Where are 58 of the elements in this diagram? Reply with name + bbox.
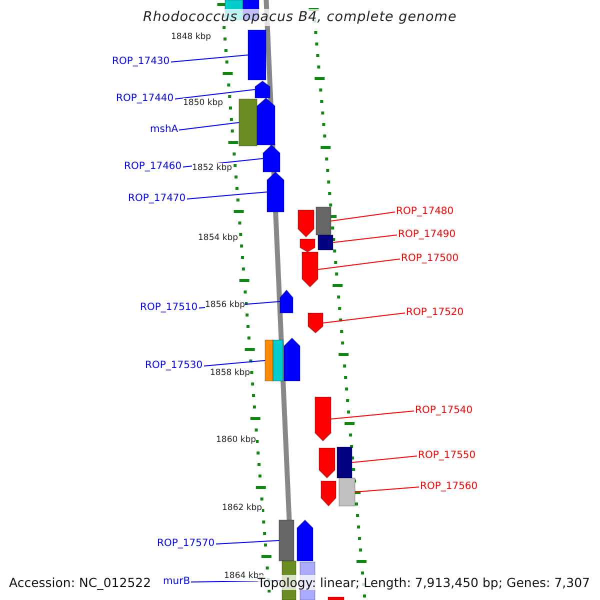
gene-label: ROP_17460 [124, 161, 182, 173]
gene-block [308, 312, 324, 334]
gene-block [280, 289, 294, 314]
gene-block [314, 396, 332, 442]
scale-label: 1860 kbp [216, 435, 256, 445]
gene-block [284, 337, 300, 382]
gene-label: ROP_17550 [418, 450, 476, 462]
leader-line [330, 212, 396, 222]
gene-block [266, 171, 284, 212]
gene-block [238, 98, 258, 146]
leader-line [352, 456, 418, 463]
gene-block [338, 478, 356, 506]
gene-block [320, 480, 336, 507]
gene-label: ROP_17570 [157, 538, 215, 550]
gene-block [272, 340, 284, 382]
gene-block [318, 234, 334, 250]
gene-block [328, 596, 344, 600]
gene-label: ROP_17500 [401, 253, 459, 265]
scale-label: 1854 kbp [198, 233, 238, 243]
gene-label: ROP_17480 [396, 206, 454, 218]
leader-line [322, 312, 406, 324]
leader-line [354, 486, 420, 492]
scale-label: 1856 kbp [205, 300, 246, 310]
leader-line [170, 54, 248, 62]
scale-label: 1848 kbp [171, 32, 212, 42]
info-text: Accession: NC_012522 [9, 575, 152, 590]
leader-line [330, 410, 414, 420]
scale-label: 1852 kbp [192, 163, 232, 173]
gene-block [336, 446, 352, 478]
gene-block [316, 206, 332, 236]
gene-block [264, 340, 274, 382]
title: Rhodococcus opacus B4, complete genome [143, 9, 457, 26]
gene-block [296, 519, 314, 562]
gene-label: ROP_17510 [140, 302, 198, 314]
gene-label: ROP_17530 [145, 360, 203, 372]
scale-label: 1862 kbp [222, 503, 262, 513]
gene-label: murB [163, 576, 190, 588]
leader-line [204, 360, 266, 366]
leader-line [318, 258, 400, 270]
gene-label: ROP_17470 [128, 193, 186, 205]
scale-label: 1858 kbp [210, 368, 250, 378]
leader-line [216, 540, 280, 544]
leader-line [186, 192, 268, 200]
scale-label: 1850 kbp [183, 98, 224, 108]
leader-line [174, 89, 256, 100]
gene-label: ROP_17520 [406, 307, 464, 319]
gene-label: ROP_17540 [415, 405, 473, 417]
gene-block [318, 448, 336, 479]
gene-label: ROP_17490 [398, 229, 456, 241]
gene-label: mshA [150, 124, 178, 136]
gene-label: ROP_17440 [116, 93, 174, 105]
gene-block [254, 80, 270, 98]
leader-line [332, 234, 398, 243]
gene-block [278, 520, 294, 562]
leader-line [178, 122, 240, 130]
gene-label: ROP_17560 [420, 481, 478, 493]
gene-label: ROP_17430 [112, 56, 170, 68]
gene-block [262, 144, 280, 172]
